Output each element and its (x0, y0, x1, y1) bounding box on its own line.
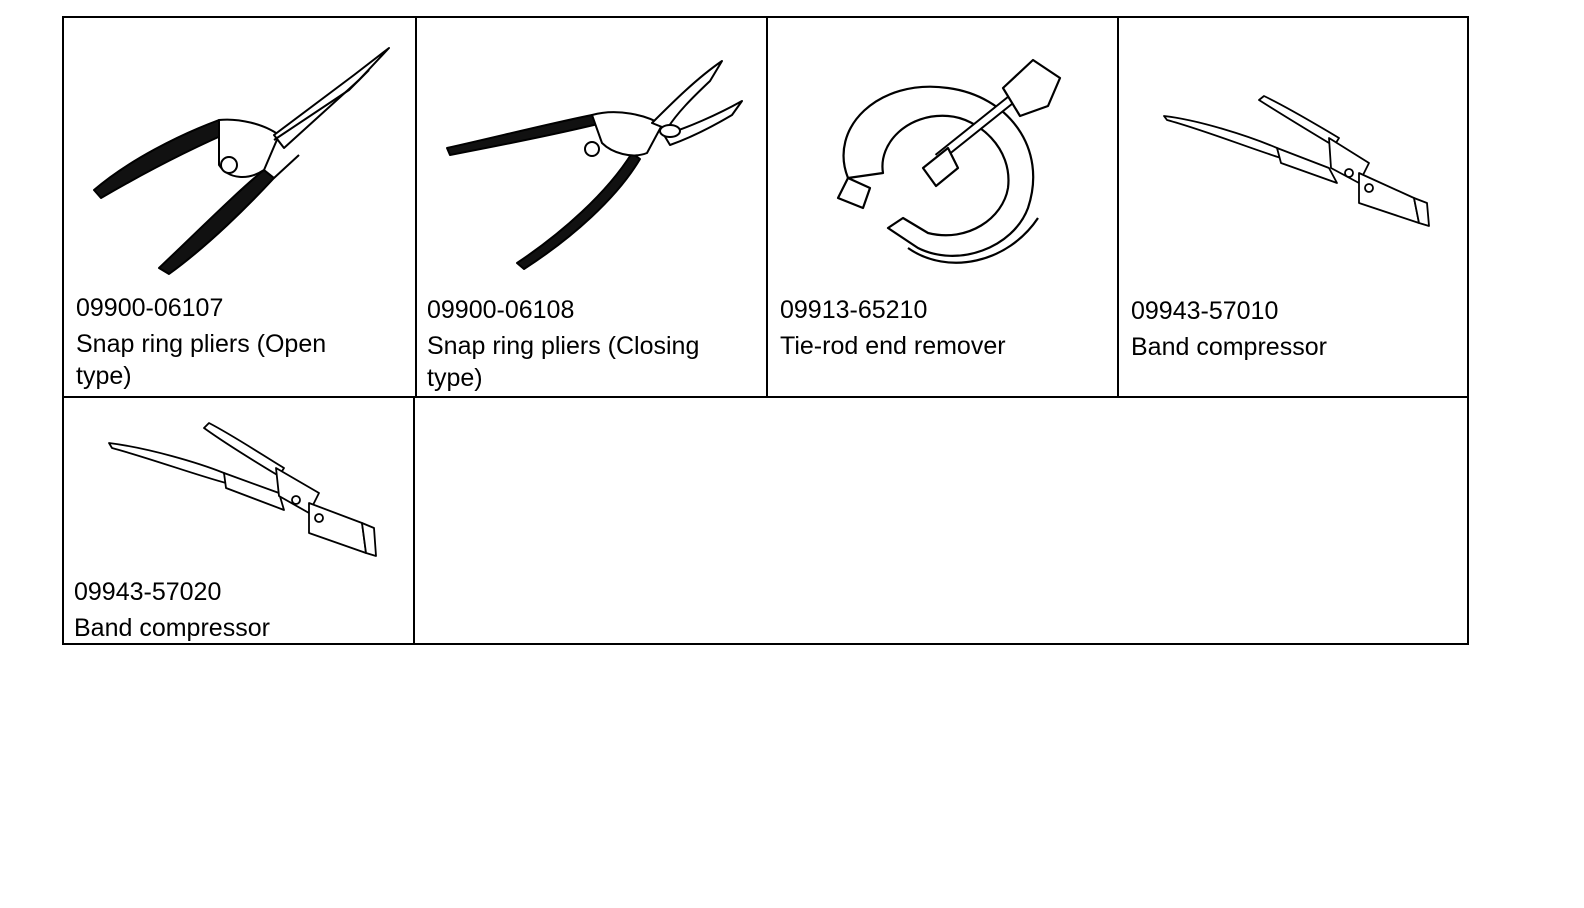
grid-divider (413, 396, 415, 645)
grid-divider (1117, 18, 1119, 398)
part-number: 09900-06107 (76, 294, 224, 322)
tool-cell: 09900-06108 Snap ring pliers (Closing ty… (417, 18, 766, 396)
tool-name: Band compressor (1131, 333, 1327, 361)
tool-cell: 09943-57010 Band compressor (1119, 18, 1467, 396)
snap-ring-pliers-open-icon (93, 47, 390, 275)
tool-cell: 09913-65210 Tie-rod end remover (768, 18, 1117, 396)
grid-divider (766, 18, 768, 398)
tool-cell: 09943-57020 Band compressor (64, 398, 413, 645)
tie-rod-end-remover-icon (836, 58, 1062, 264)
tool-cell: 09900-06107 Snap ring pliers (Open type) (64, 18, 415, 396)
tool-name: Band compressor (74, 614, 270, 642)
empty-cell (415, 398, 1467, 645)
band-compressor-icon (1163, 95, 1430, 227)
part-number: 09943-57010 (1131, 297, 1279, 325)
part-number: 09943-57020 (74, 578, 222, 606)
tool-name: Snap ring pliers (Open type) (76, 330, 327, 390)
snap-ring-pliers-closing-icon (446, 60, 743, 270)
part-number: 09900-06108 (427, 296, 575, 324)
tool-name: Tie-rod end remover (780, 332, 1006, 360)
tool-name: Snap ring pliers (Closing type) (427, 332, 700, 392)
special-tools-table: 09900-06107 Snap ring pliers (Open type)… (62, 16, 1469, 645)
grid-divider (64, 396, 1467, 398)
part-number: 09913-65210 (780, 296, 928, 324)
band-compressor-icon (108, 422, 377, 557)
grid-divider (415, 18, 417, 398)
